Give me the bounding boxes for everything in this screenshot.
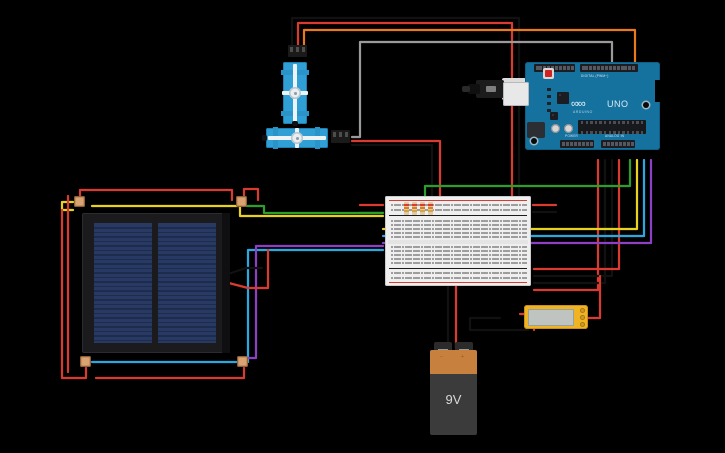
- wire-5v-red: [532, 158, 600, 292]
- battery-voltage-label: 9V: [445, 392, 462, 407]
- rail-negative-top: [389, 215, 527, 216]
- servo-vertical[interactable]: [281, 62, 309, 126]
- lcd-pin-1[interactable]: [580, 308, 585, 313]
- servo-v-connector[interactable]: [288, 45, 307, 57]
- lcd-pin-3[interactable]: [580, 322, 585, 327]
- battery-9v[interactable]: − + 9V: [430, 340, 477, 435]
- voltage-regulator-chip: [557, 92, 569, 104]
- board-model-label: UNO: [607, 99, 629, 109]
- wire-lcd-black: [468, 316, 530, 332]
- wire-panel-red: [223, 248, 270, 290]
- capacitor-1: [551, 124, 560, 133]
- wire-servo-h-black: [350, 143, 434, 202]
- wire-servo-v-red: [296, 21, 514, 202]
- analog-header[interactable]: [601, 140, 635, 148]
- lcd-screen: [528, 308, 574, 326]
- wire-gnd2-black: [532, 158, 614, 278]
- wire-vin-red: [532, 158, 621, 271]
- photoresistor-bottom-left[interactable]: [80, 356, 91, 367]
- analog-header-label: ANALOG IN: [605, 134, 625, 138]
- wire-ldr-br-red: [94, 366, 246, 380]
- capacitor-2: [564, 124, 573, 133]
- servo-v-hub: [289, 87, 301, 99]
- lcd-pin-2[interactable]: [580, 315, 585, 320]
- wire-panel-black: [223, 266, 264, 277]
- photoresistor-top-left[interactable]: [74, 196, 85, 207]
- usb-cable-neck: [468, 84, 480, 94]
- usb-port[interactable]: [503, 82, 529, 106]
- wire-ldr-tr-red: [242, 187, 260, 202]
- wire-ldr-bl-blue: [90, 248, 385, 364]
- wire-servo-h-grey: [350, 40, 614, 139]
- usb-cable-end: [462, 86, 470, 92]
- wire-ldr-tl-out: [90, 204, 385, 218]
- arduino-infinity-logo: ∞∞: [571, 98, 586, 110]
- wire-gnd-black: [532, 158, 607, 285]
- wire-servo-h-red: [350, 139, 442, 202]
- resistor-smd-3: [547, 102, 551, 105]
- arduino-uno-board[interactable]: DIGITAL (PWM~) POWER ANALOG IN ∞∞ UNO AR…: [503, 62, 660, 150]
- resistor-1[interactable]: [404, 202, 409, 215]
- resistor-4[interactable]: [428, 202, 433, 215]
- rail-positive-top: [389, 200, 527, 201]
- battery-body: [430, 374, 477, 435]
- usb-plug-band: [486, 86, 496, 92]
- photoresistor-bottom-right[interactable]: [237, 356, 248, 367]
- solar-cell-right: [158, 223, 216, 343]
- solar-cell-left: [94, 223, 152, 343]
- power-header[interactable]: [560, 140, 594, 148]
- wire-servo-v-black: [290, 16, 521, 202]
- digital-header-right[interactable]: [580, 64, 638, 72]
- wire-ldr-tr-green: [245, 204, 385, 215]
- wire-ldr-br-purple: [245, 244, 385, 360]
- wire-ldr-tl-red: [78, 188, 234, 202]
- breadboard-center-gutter: [388, 240, 528, 244]
- resistor-2[interactable]: [412, 202, 417, 215]
- wire-ldr-bl-red: [60, 208, 88, 380]
- rail-positive-bottom: [389, 282, 527, 283]
- reset-button[interactable]: [543, 68, 554, 79]
- battery-sign-negative: −: [440, 354, 443, 360]
- servo-h-connector[interactable]: [331, 130, 350, 143]
- solar-panel[interactable]: [82, 213, 230, 353]
- power-jack[interactable]: [527, 122, 545, 138]
- arduino-brand-label: ARDUINO: [573, 110, 593, 114]
- wire-servo-v-orange: [302, 28, 637, 72]
- wire-a0-green: [423, 158, 632, 202]
- breadboard[interactable]: [385, 196, 531, 286]
- solar-panel-edge: [222, 213, 230, 353]
- battery-top-cap: [430, 350, 477, 374]
- servo-h-shaft: [262, 135, 267, 141]
- resistor-smd-1: [547, 88, 551, 91]
- arduino-board-notch: [655, 80, 660, 102]
- photoresistor-top-right[interactable]: [236, 196, 247, 207]
- wire-lcd-rail-red: [586, 274, 602, 320]
- servo-horizontal[interactable]: [262, 127, 328, 149]
- rail-negative-bottom: [389, 268, 527, 269]
- atmega-microcontroller: [578, 120, 646, 134]
- resistor-smd-2: [547, 95, 551, 98]
- servo-v-shaft: [292, 121, 298, 126]
- smd-chip: [550, 112, 558, 120]
- digital-header-label: DIGITAL (PWM~): [581, 74, 609, 78]
- mounting-hole-right: [643, 102, 649, 108]
- resistor-3[interactable]: [420, 202, 425, 215]
- battery-sign-positive: +: [461, 354, 464, 360]
- resistor-smd-4: [547, 109, 551, 112]
- servo-h-hub: [291, 132, 303, 144]
- mounting-hole-bottom-left: [531, 138, 537, 144]
- lcd-display[interactable]: [524, 305, 588, 329]
- digital-header-left[interactable]: [534, 64, 575, 72]
- power-header-label: POWER: [565, 134, 579, 138]
